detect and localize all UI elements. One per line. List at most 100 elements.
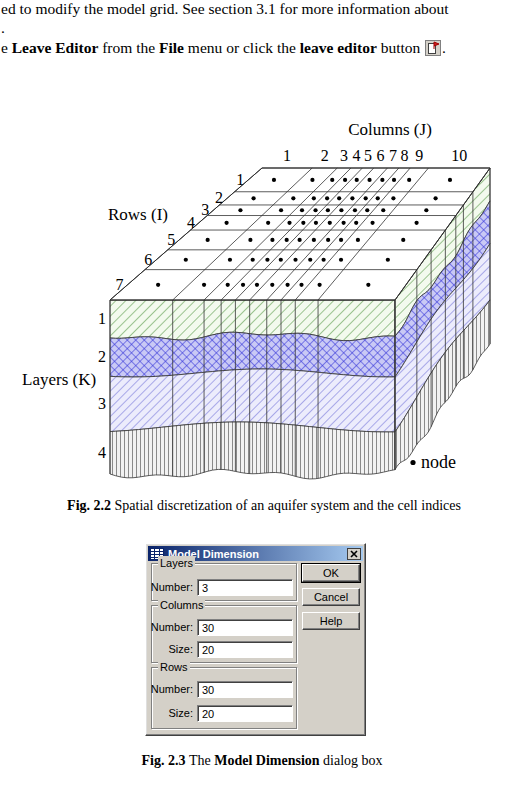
node-dot	[255, 283, 259, 287]
column-index: 1	[283, 147, 291, 164]
node-dot	[391, 196, 395, 200]
axis-label: Layers (K)	[22, 370, 96, 389]
top-face	[110, 168, 490, 300]
cell-line	[416, 270, 417, 445]
node-dot	[241, 283, 245, 287]
node-dot	[312, 196, 316, 200]
push-button: Help	[302, 612, 360, 630]
node-dot	[312, 238, 316, 242]
field-label: Number:	[151, 683, 193, 695]
cell-line	[395, 300, 396, 470]
node-dot	[308, 258, 312, 262]
axis-label: Columns (J)	[348, 120, 432, 139]
cell-line	[455, 216, 456, 387]
cell-line	[318, 300, 319, 478]
group-box: Rows3020	[151, 667, 297, 729]
node-dot	[325, 196, 329, 200]
cell-line	[431, 250, 432, 427]
node-dot	[415, 221, 419, 225]
cell-line	[490, 168, 491, 344]
node-dot	[448, 178, 452, 182]
body-text: button	[381, 39, 421, 57]
node-dot	[356, 238, 360, 242]
layer-band	[110, 422, 395, 479]
text-field: 20	[197, 705, 293, 722]
group-heading: Layers	[160, 557, 193, 569]
node-dot	[272, 178, 276, 182]
axis-label: Rows (I)	[108, 205, 168, 224]
node-dot	[353, 208, 357, 212]
node-dot	[270, 283, 274, 287]
cell-line	[472, 192, 473, 370]
cell-line	[145, 269, 417, 270]
node-dot	[350, 196, 354, 200]
node-dot	[238, 208, 242, 212]
node-dot	[299, 283, 303, 287]
node-dot	[293, 258, 297, 262]
group-heading: Columns	[160, 599, 203, 611]
node-dot	[279, 258, 283, 262]
node-dot	[364, 196, 368, 200]
node-dot	[285, 283, 289, 287]
column-index: 6	[377, 147, 385, 164]
node-dot	[339, 258, 343, 262]
column-index: 3	[340, 147, 348, 164]
group-heading: Rows	[160, 661, 188, 673]
figure-caption: Model Dimension	[214, 753, 319, 769]
cell-line	[207, 215, 456, 216]
close-button	[347, 548, 361, 560]
node-dot	[156, 283, 160, 287]
row-index: 6	[144, 251, 152, 268]
cell-line	[318, 168, 428, 300]
node-dot	[326, 208, 330, 212]
node-dot	[298, 238, 302, 242]
row-index: 2	[215, 189, 223, 206]
row-index: 4	[187, 214, 195, 231]
cell-line	[110, 300, 395, 301]
node-dot	[265, 258, 269, 262]
node-dot	[381, 208, 385, 212]
node-dot	[392, 178, 396, 182]
cell-line	[295, 168, 410, 300]
cell-line	[235, 300, 236, 471]
button-label: OK	[323, 567, 339, 579]
column-index: 10	[451, 147, 467, 164]
node-dot	[248, 238, 252, 242]
body-text: menu or click the	[188, 39, 296, 57]
body-text: e	[1, 39, 8, 57]
push-button: OK	[302, 564, 360, 582]
body-text: File	[159, 39, 184, 57]
row-index: 5	[167, 231, 175, 248]
node-dot	[206, 238, 210, 242]
figure-caption: Spatial discretization of an aquifer sys…	[115, 498, 461, 514]
node-dot	[365, 208, 369, 212]
node-dot	[291, 196, 295, 200]
node-dot	[270, 238, 274, 242]
cell-line	[395, 168, 490, 300]
cell-line	[250, 168, 374, 300]
text-field: 3	[197, 579, 293, 596]
field-label: Size:	[169, 643, 193, 655]
column-index: 2	[321, 147, 329, 164]
node-dot	[354, 221, 358, 225]
cell-line	[204, 168, 337, 300]
node-dot	[225, 221, 229, 225]
node-dot	[367, 178, 371, 182]
cell-line	[172, 300, 173, 476]
field-label: Number:	[151, 581, 193, 593]
cell-line	[249, 300, 250, 474]
node-dot	[326, 238, 330, 242]
column-index: 8	[401, 147, 409, 164]
body-text: .	[442, 39, 446, 57]
column-index: 9	[415, 147, 423, 164]
figure-caption: Fig. 2.2	[67, 498, 111, 514]
node-dot	[339, 208, 343, 212]
field-value: 20	[202, 708, 214, 720]
column-index: 4	[353, 147, 361, 164]
text-field: 30	[197, 681, 293, 698]
field-label: Number:	[151, 621, 193, 633]
node-dot	[226, 283, 230, 287]
node-dot	[285, 238, 289, 242]
cell-line	[221, 168, 351, 300]
figure-caption: The	[189, 753, 211, 769]
